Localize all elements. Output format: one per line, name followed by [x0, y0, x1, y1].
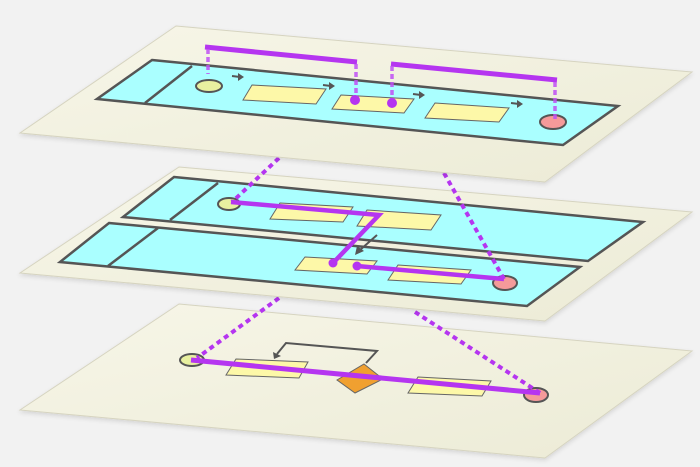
lane-divider	[144, 65, 193, 104]
link-path	[230, 199, 384, 265]
dashed-link	[442, 172, 506, 280]
start-event	[195, 79, 223, 93]
dashed-link	[230, 156, 281, 204]
link-path	[356, 263, 505, 282]
dashed-link	[413, 310, 542, 395]
loop-connector	[276, 341, 380, 364]
task-box	[242, 84, 327, 105]
arrow-icon	[510, 100, 523, 108]
arrow-icon	[355, 246, 364, 255]
arrow-icon	[273, 352, 281, 359]
arrow-icon	[412, 91, 425, 99]
flow-arrow	[359, 234, 378, 251]
end-event	[539, 114, 567, 130]
link-path	[190, 357, 541, 396]
middle-layer	[18, 166, 694, 322]
link-dot	[387, 98, 397, 108]
lane-divider	[107, 227, 159, 267]
arrow-icon	[231, 73, 244, 81]
group-bar	[390, 61, 558, 83]
link-dot	[328, 258, 338, 268]
link-dot	[352, 261, 362, 271]
group-bar	[204, 44, 358, 65]
arrow-icon	[322, 82, 335, 90]
lane-divider	[169, 182, 219, 221]
task-box	[424, 102, 510, 123]
dashed-link	[195, 296, 281, 360]
top-layer	[18, 25, 694, 183]
bottom-layer	[18, 303, 694, 459]
link-dot	[350, 95, 360, 105]
